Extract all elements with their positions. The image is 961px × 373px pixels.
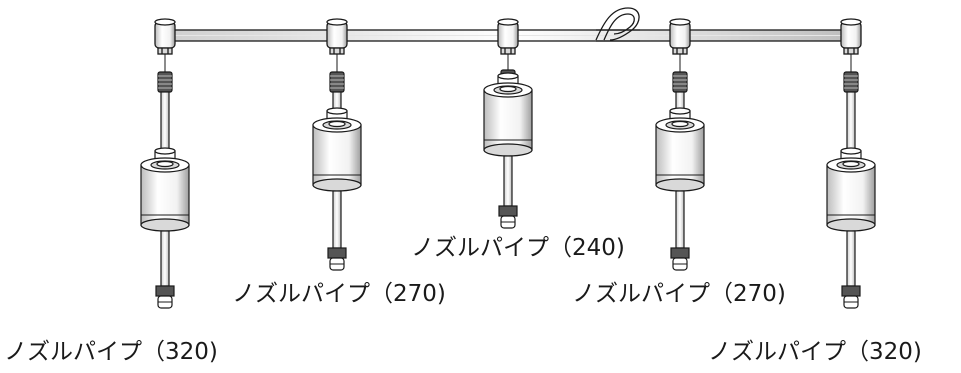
label-pipe-270-right: ノズルパイプ（270) (572, 281, 786, 307)
header-tees (154, 18, 862, 72)
label-pipe-270-left: ノズルパイプ（270) (232, 281, 446, 307)
nozzle-pipe-2 (312, 71, 362, 271)
nozzle-pipe-5 (826, 71, 876, 309)
label-pipe-320-left: ノズルパイプ（320) (4, 339, 218, 365)
nozzle-pipe-3 (483, 69, 533, 229)
nozzle-pipe-1 (140, 71, 190, 309)
label-pipe-320-right: ノズルパイプ（320) (708, 339, 922, 365)
header-tee-4 (669, 18, 691, 72)
header-tee-3 (497, 18, 519, 72)
nozzle-pipe-4 (655, 71, 705, 271)
label-pipe-240: ノズルパイプ（240) (411, 235, 625, 261)
header-tee-5 (840, 18, 862, 72)
nozzle-pipes (140, 69, 876, 309)
header-tee-2 (326, 18, 348, 72)
pipe-loop (595, 7, 640, 42)
header-tee-1 (154, 18, 176, 72)
